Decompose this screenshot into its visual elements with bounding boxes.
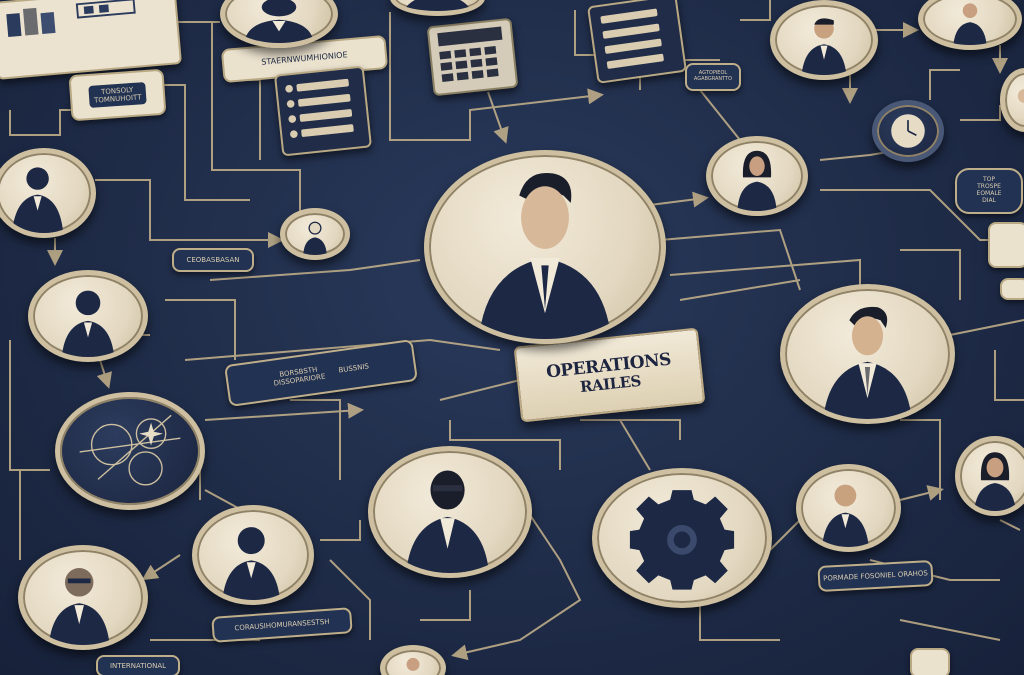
label-bottom-left[interactable]: INTERNATIONAL <box>96 655 180 675</box>
person-avatar[interactable] <box>770 0 878 80</box>
label-bottom-center-left-text: CORAUSIHOMURANSESTSH <box>234 617 330 633</box>
person-avatar[interactable] <box>368 446 532 578</box>
side-panel-right <box>910 648 950 675</box>
calculator-icon <box>426 17 519 97</box>
side-panel-right <box>1000 278 1024 300</box>
label-right-top-line2: TROSPE <box>977 183 1001 191</box>
form-panel-icon <box>587 0 687 84</box>
person-avatar[interactable] <box>0 148 96 238</box>
gear-medallion[interactable] <box>592 468 772 608</box>
side-panel-right <box>988 222 1024 268</box>
person-avatar[interactable] <box>796 464 901 552</box>
person-avatar[interactable] <box>955 436 1024 516</box>
label-left-mid-text: CEOBASBASAN <box>186 255 240 264</box>
compass-icon <box>55 392 205 510</box>
person-avatar[interactable] <box>390 0 485 16</box>
label-bottom-right-text: PORMADE FOSONIEL ORAHOS <box>822 569 929 583</box>
title-line2: RAILES <box>579 371 642 397</box>
label-right-top-line4: DIAL <box>982 196 996 204</box>
person-avatar[interactable] <box>780 284 955 424</box>
person-avatar[interactable] <box>192 505 314 605</box>
label-left-mid[interactable]: CEOBASBASAN <box>172 248 254 272</box>
person-avatar[interactable] <box>280 208 350 260</box>
label-top-left[interactable]: TONSOLY TOMNUHOITT <box>68 68 167 122</box>
label-top-center-text: STAERNWUMHIONIOE <box>261 50 348 68</box>
person-avatar[interactable] <box>380 645 446 675</box>
label-center-left-line3: BUSSNIS <box>338 362 370 375</box>
chart-panel-icon <box>0 0 183 80</box>
person-avatar[interactable] <box>706 136 808 216</box>
form-panel-icon <box>273 65 373 157</box>
label-top-right-small-line1: AGTOPIEOL <box>698 70 728 77</box>
label-bottom-left-text: INTERNATIONAL <box>109 661 167 670</box>
person-avatar[interactable] <box>18 545 148 650</box>
featured-person-avatar[interactable] <box>424 150 666 344</box>
label-right-top-line1: TOP <box>982 176 995 184</box>
label-top-right-small[interactable]: AGTOPIEOL AGABGRANTTO <box>685 63 741 91</box>
person-avatar[interactable] <box>918 0 1022 50</box>
gear-icon <box>629 490 735 590</box>
person-avatar[interactable] <box>28 270 148 362</box>
label-right-top-line3: EOMALE <box>976 190 1002 197</box>
person-avatar[interactable] <box>220 0 338 48</box>
clock-icon <box>872 100 944 162</box>
label-top-right-small-line2: AGABGRANTTO <box>693 76 733 82</box>
label-right-top[interactable]: TOP TROSPE EOMALE DIAL <box>955 168 1023 214</box>
